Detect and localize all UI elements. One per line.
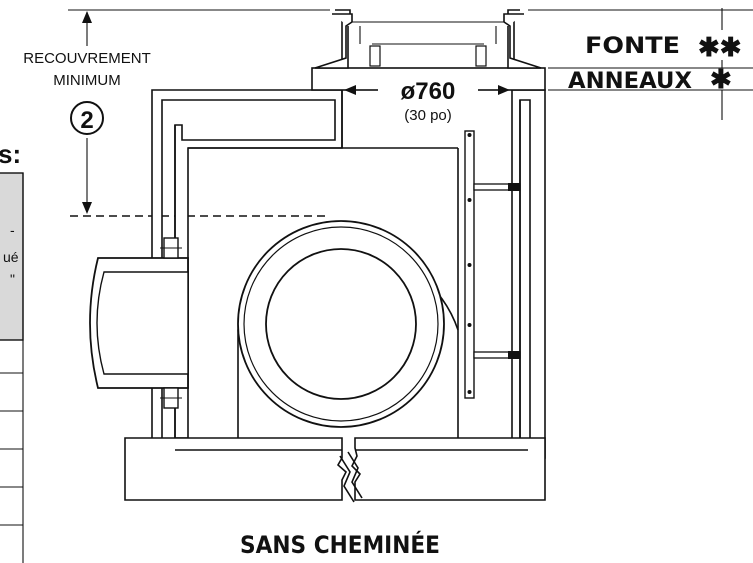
asterisk-icon: ✱ [710,64,732,94]
cover-dimension-arrow [68,9,330,214]
cover-label-line2: MINIMUM [53,72,121,89]
outlet-opening [237,220,459,438]
base-slab [124,437,546,503]
asterisk-icon: ✱✱ [698,32,742,62]
diameter-label: ø760 [401,78,456,105]
diagram-caption: SANS CHEMINÉE [240,530,440,559]
diameter-imperial-label: (30 po) [404,107,452,124]
table-fragment-text-1: - [10,222,15,238]
cover-label-line1: RECOUVREMENT [23,50,151,67]
anneaux-label: ANNEAUX [568,69,692,94]
ladder [464,130,521,399]
cast-iron-frame [314,9,542,69]
inlet-pipe [89,237,189,409]
cover-number-circle [70,101,104,135]
table-fragment-text-3: " [10,271,15,287]
fonte-label: FONTE [585,34,680,59]
spec-table-fragment: - ué " [0,172,24,563]
table-fragment-text-2: ué [3,249,19,265]
component-dimension-lines [528,8,753,120]
diameter-dimension [344,78,510,102]
section-heading-fragment: s: [0,139,21,169]
cover-number: 2 [80,107,93,134]
